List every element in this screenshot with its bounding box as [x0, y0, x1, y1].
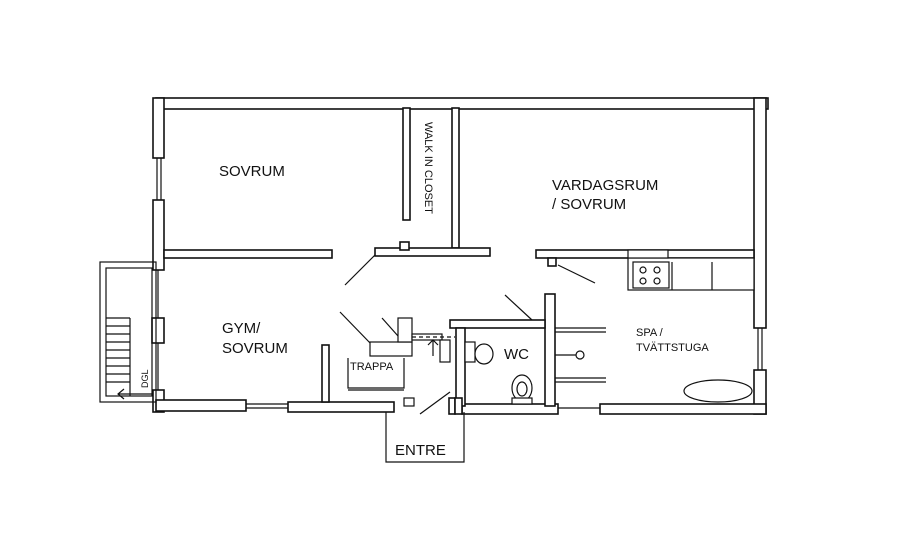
kitchen-counter	[627, 249, 755, 291]
label-wc: WC	[504, 346, 529, 363]
wall-bottom-right	[599, 403, 767, 415]
label-vardagsrum-2: / SOVRUM	[552, 196, 626, 213]
wall-trappa-left	[321, 344, 330, 403]
stove-burner-4	[653, 277, 661, 285]
door-swing-living	[557, 264, 596, 284]
wall-right	[753, 97, 767, 329]
wc-toilet-seat	[516, 381, 528, 397]
wall-left-mid	[152, 199, 165, 271]
ext-stair-inner	[105, 267, 153, 397]
ext-stair-arrow-head	[117, 388, 125, 400]
door-swings	[339, 254, 596, 415]
entry-post	[403, 397, 415, 407]
wc-toilet-bowl	[511, 374, 533, 402]
closet-door-post	[399, 241, 410, 251]
ext-stair-frame	[99, 261, 157, 403]
room-labels: SOVRUM WALK IN CLOSET VARDAGSRUM / SOVRU…	[219, 122, 709, 459]
wall-bottom-wc	[461, 403, 559, 415]
wall-top	[155, 97, 769, 110]
wall-wc-left	[455, 327, 466, 407]
wall-sovrum-bottom	[163, 249, 333, 259]
stair-rail-top	[381, 317, 399, 337]
wall-left-lower	[151, 317, 165, 344]
wall-living-stub	[547, 257, 557, 267]
door-swing-sovrum	[344, 254, 376, 286]
door-swing-wc	[504, 294, 533, 321]
wc-toilet-tank	[511, 397, 533, 405]
stove-burner-1	[639, 266, 647, 274]
stair-post	[397, 317, 413, 343]
stair-landing	[369, 341, 413, 357]
label-sovrum: SOVRUM	[219, 163, 285, 180]
entre-outline	[385, 412, 465, 463]
wc-vent	[464, 341, 476, 363]
entre-bay	[385, 397, 465, 463]
label-gym-1: GYM/	[222, 320, 261, 337]
entre-jamb-right	[454, 397, 463, 415]
wall-closet-bottom	[374, 247, 491, 257]
label-spa-1: SPA /	[636, 327, 664, 339]
stove-burner-3	[639, 277, 647, 285]
wall-bottom-entry	[287, 401, 395, 413]
counter-top-edge	[627, 249, 669, 259]
stove	[632, 261, 670, 289]
exterior-stairs: DGL	[99, 261, 157, 403]
spa-bathtub	[683, 379, 753, 403]
ext-stair-arrow-text: DGL	[140, 369, 150, 388]
wc-sink	[474, 343, 494, 365]
trappa-outline	[347, 358, 405, 389]
stair-arrow-head	[427, 339, 439, 346]
door-swing-entry	[419, 391, 451, 415]
label-spa-2: TVÄTTSTUGA	[636, 342, 709, 354]
wall-closet-right	[451, 107, 460, 249]
label-gym-2: SOVRUM	[222, 340, 288, 357]
wc-fixtures	[464, 341, 533, 405]
spa-drain	[575, 350, 585, 360]
label-trappa: TRAPPA	[350, 361, 394, 373]
exterior-walls	[151, 97, 769, 415]
wall-left-upper	[152, 97, 165, 159]
wall-closet-left	[402, 107, 411, 221]
stove-burner-2	[653, 266, 661, 274]
stair-box-right	[439, 339, 451, 363]
wall-wc-right	[544, 293, 556, 407]
door-swing-gym	[339, 311, 373, 346]
wall-wc-top	[449, 319, 546, 329]
spa-fixtures	[555, 327, 753, 403]
trappa-area	[347, 317, 455, 407]
label-walk-in-closet: WALK IN CLOSET	[422, 122, 434, 214]
label-vardagsrum-1: VARDAGSRUM	[552, 177, 658, 194]
label-entre: ENTRE	[395, 442, 446, 459]
entre-jamb-left	[448, 397, 456, 415]
wall-bottom-left	[155, 399, 247, 412]
